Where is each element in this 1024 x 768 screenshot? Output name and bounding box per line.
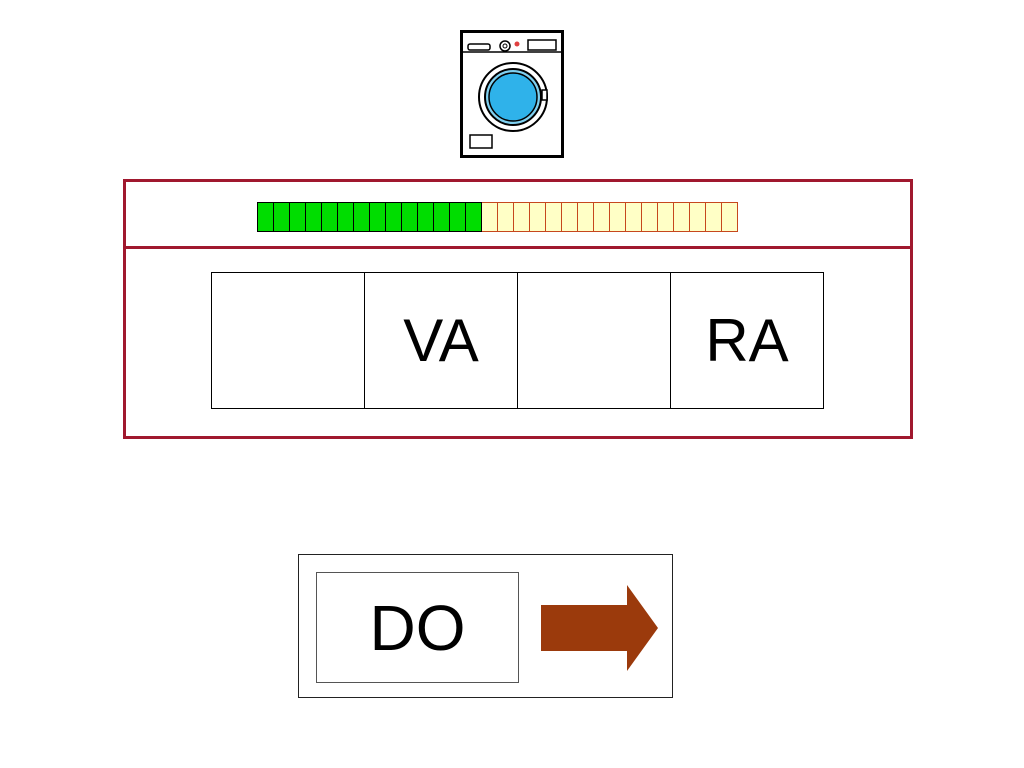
progress-segment-done (290, 202, 306, 232)
progress-segment-done (418, 202, 434, 232)
progress-segment-remaining (722, 202, 738, 232)
progress-segment-done (306, 202, 322, 232)
progress-segment-done (466, 202, 482, 232)
progress-segment-remaining (594, 202, 610, 232)
progress-segment-done (434, 202, 450, 232)
progress-bar (257, 202, 738, 232)
word-panel: VA RA (123, 179, 913, 439)
progress-segment-done (338, 202, 354, 232)
progress-segment-remaining (514, 202, 530, 232)
progress-segment-remaining (626, 202, 642, 232)
syllable-slot-4[interactable]: RA (670, 272, 824, 409)
syllable-slot-2[interactable]: VA (364, 272, 518, 409)
washing-machine-icon (460, 30, 564, 158)
progress-segment-remaining (498, 202, 514, 232)
syllable-slots: VA RA (211, 272, 824, 409)
progress-segment-done (354, 202, 370, 232)
progress-segment-remaining (482, 202, 498, 232)
progress-segment-remaining (562, 202, 578, 232)
progress-segment-done (258, 202, 274, 232)
progress-segment-done (370, 202, 386, 232)
progress-segment-done (450, 202, 466, 232)
progress-segment-remaining (610, 202, 626, 232)
progress-segment-done (322, 202, 338, 232)
progress-segment-remaining (546, 202, 562, 232)
progress-segment-done (402, 202, 418, 232)
progress-segment-remaining (642, 202, 658, 232)
panel-divider (126, 246, 910, 249)
progress-segment-remaining (690, 202, 706, 232)
progress-segment-remaining (706, 202, 722, 232)
syllable-tile[interactable]: DO (316, 572, 519, 683)
progress-segment-done (386, 202, 402, 232)
progress-segment-done (274, 202, 290, 232)
progress-segment-remaining (674, 202, 690, 232)
arrow-right-icon[interactable] (541, 585, 659, 671)
syllable-slot-3[interactable] (517, 272, 671, 409)
progress-segment-remaining (578, 202, 594, 232)
answer-box: DO (298, 554, 673, 698)
progress-segment-remaining (658, 202, 674, 232)
syllable-slot-1[interactable] (211, 272, 365, 409)
progress-segment-remaining (530, 202, 546, 232)
